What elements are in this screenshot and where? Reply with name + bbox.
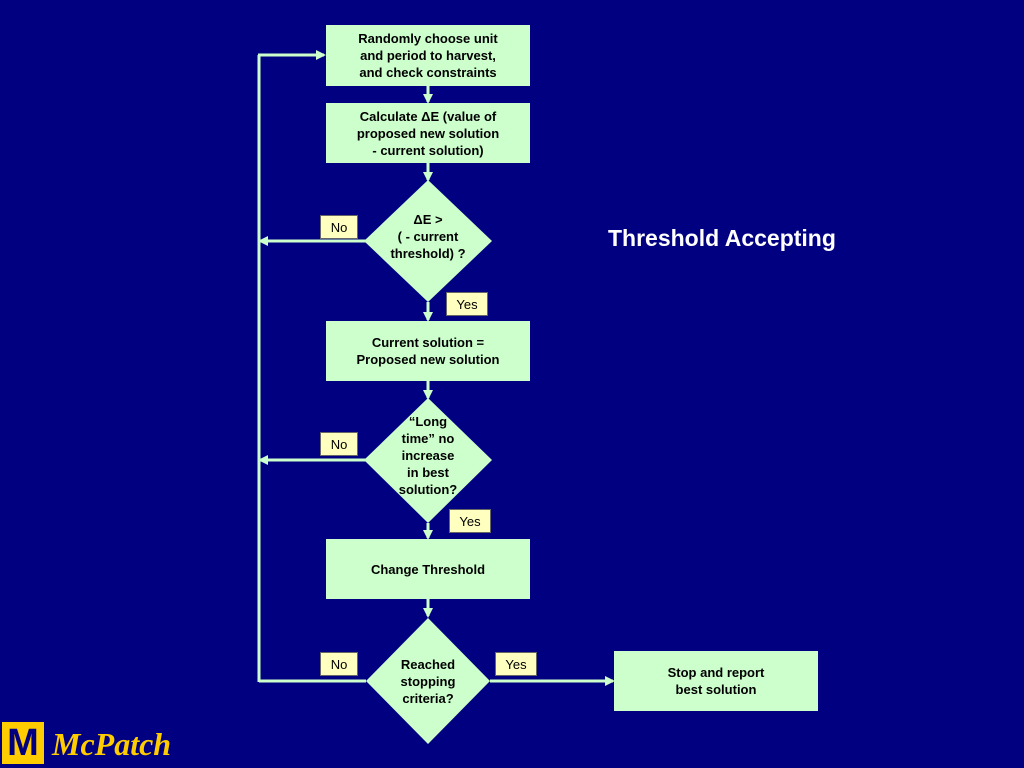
decision-longtime-diamond [364,398,492,523]
slide-title: Threshold Accepting [608,225,836,251]
tag-no-longtime: No [320,432,358,456]
mcpatch-logo-mark: M [2,722,44,764]
step-update: Current solution = Proposed new solution [326,321,530,381]
step-change-threshold: Change Threshold [326,539,530,599]
decision-delta-diamond [364,180,492,302]
decision-stopping-label: Reached stopping criteria? [400,657,456,706]
tag-no-delta: No [320,215,358,239]
step-calculate: Calculate ΔE (value of proposed new solu… [326,103,530,163]
step-choose: Randomly choose unit and period to harve… [326,25,530,86]
tag-yes-longtime: Yes [449,509,491,533]
tag-yes-stopping: Yes [495,652,537,676]
decision-longtime-label: “Long time” no increase in best solution… [398,414,458,497]
tag-yes-delta: Yes [446,292,488,316]
decision-stopping-diamond [366,618,490,744]
mcpatch-logo-text: McPatch [52,726,172,762]
tag-no-stopping: No [320,652,358,676]
step-stop: Stop and report best solution [614,651,818,711]
decision-delta-label: ΔE > ( - current threshold) ? [390,212,466,261]
